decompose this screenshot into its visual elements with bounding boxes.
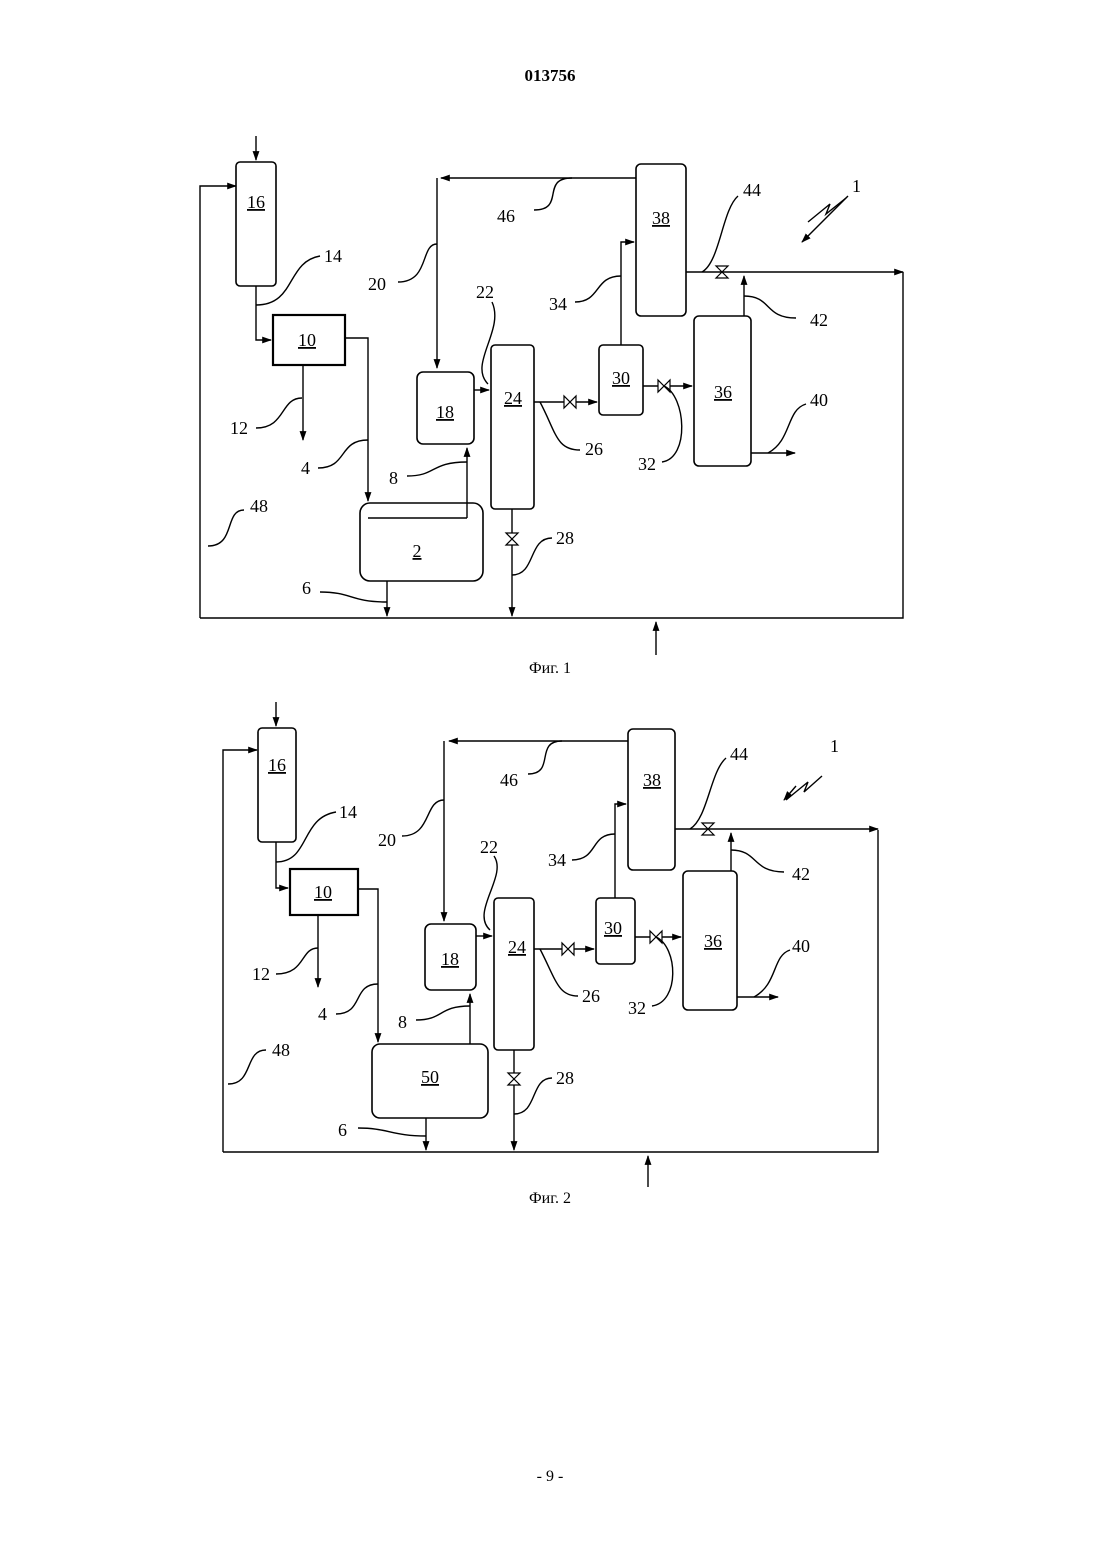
figure-1-caption: Фиг. 1: [0, 660, 1100, 678]
unit-16: 16: [236, 162, 276, 286]
unit-24-label: 24: [504, 388, 522, 408]
ref-42: 42: [810, 310, 828, 330]
ref-8: 8: [389, 468, 398, 488]
unit-24: 24: [491, 345, 534, 509]
line-4: [345, 338, 368, 501]
unit-38-label: 38: [652, 208, 670, 228]
unit-10: 10: [290, 869, 358, 915]
ref-14: 14: [324, 246, 342, 266]
line-28: [508, 1050, 520, 1150]
ref-20: 20: [368, 274, 386, 294]
ref-8: 8: [398, 1012, 407, 1032]
line-46-20: [437, 178, 636, 368]
recycle-line-48: [223, 750, 878, 1187]
unit-18: 18: [417, 372, 474, 444]
ref-12: 12: [230, 418, 248, 438]
ref-22: 22: [476, 282, 494, 302]
unit-2: 2: [360, 503, 483, 581]
unit-10: 10: [273, 315, 345, 365]
line-32: [643, 380, 692, 392]
unit-16-label: 16: [268, 755, 286, 775]
ref-40: 40: [792, 936, 810, 956]
line-32: [635, 931, 681, 943]
unit-50-label: 50: [421, 1067, 439, 1087]
line-44: [686, 266, 903, 278]
unit-30: 30: [599, 345, 643, 415]
unit-36-label: 36: [704, 931, 722, 951]
unit-30: 30: [596, 898, 635, 964]
unit-24-label: 24: [508, 937, 526, 957]
unit-16-label: 16: [247, 192, 265, 212]
unit-36-label: 36: [714, 382, 732, 402]
line-28: [506, 509, 518, 616]
ref-1: 1: [830, 736, 839, 756]
figure-2-diagram: 16 10 50 18 24: [0, 700, 1100, 1200]
ref-46: 46: [500, 770, 518, 790]
ref-46: 46: [497, 206, 515, 226]
ref-26: 26: [585, 439, 603, 459]
ref-4: 4: [318, 1004, 327, 1024]
ref-48: 48: [272, 1040, 290, 1060]
line-14: [256, 286, 271, 340]
line-4: [358, 889, 378, 1042]
ref-28: 28: [556, 1068, 574, 1088]
ref-4: 4: [301, 458, 310, 478]
ref-48: 48: [250, 496, 268, 516]
ref-32: 32: [638, 454, 656, 474]
unit-38: 38: [636, 164, 686, 316]
line-44: [675, 823, 878, 835]
unit-38-label: 38: [643, 770, 661, 790]
ref-42: 42: [792, 864, 810, 884]
ref-1: 1: [852, 176, 861, 196]
unit-50: 50: [372, 1044, 488, 1118]
unit-36: 36: [694, 316, 751, 466]
unit-38: 38: [628, 729, 675, 870]
ref-28: 28: [556, 528, 574, 548]
ref-6: 6: [302, 578, 311, 598]
ref-32: 32: [628, 998, 646, 1018]
figure-2-caption: Фиг. 2: [0, 1190, 1100, 1208]
line-14: [276, 842, 288, 888]
ref-20: 20: [378, 830, 396, 850]
unit-10-label: 10: [314, 882, 332, 902]
ref-34: 34: [549, 294, 567, 314]
unit-30-label: 30: [612, 368, 630, 388]
ref-14: 14: [339, 802, 357, 822]
line-34: [615, 804, 626, 898]
unit-16: 16: [258, 728, 296, 842]
unit-18: 18: [425, 924, 476, 990]
line-26: [534, 396, 597, 408]
line-46-20: [444, 741, 628, 921]
figure-1-diagram: 16 10 2 18: [0, 0, 1100, 700]
unit-2-label: 2: [413, 541, 422, 561]
line-26: [534, 943, 594, 955]
unit-18-label: 18: [441, 949, 459, 969]
ref-34: 34: [548, 850, 566, 870]
ref-12: 12: [252, 964, 270, 984]
line-34: [621, 242, 634, 345]
ref-6: 6: [338, 1120, 347, 1140]
ref-44: 44: [730, 744, 748, 764]
ref-22: 22: [480, 837, 498, 857]
unit-24: 24: [494, 898, 534, 1050]
page-number: - 9 -: [0, 1468, 1100, 1486]
ref-26: 26: [582, 986, 600, 1006]
unit-18-label: 18: [436, 402, 454, 422]
unit-30-label: 30: [604, 918, 622, 938]
unit-10-label: 10: [298, 330, 316, 350]
ref-40: 40: [810, 390, 828, 410]
unit-36: 36: [683, 871, 737, 1010]
ref-44: 44: [743, 180, 761, 200]
